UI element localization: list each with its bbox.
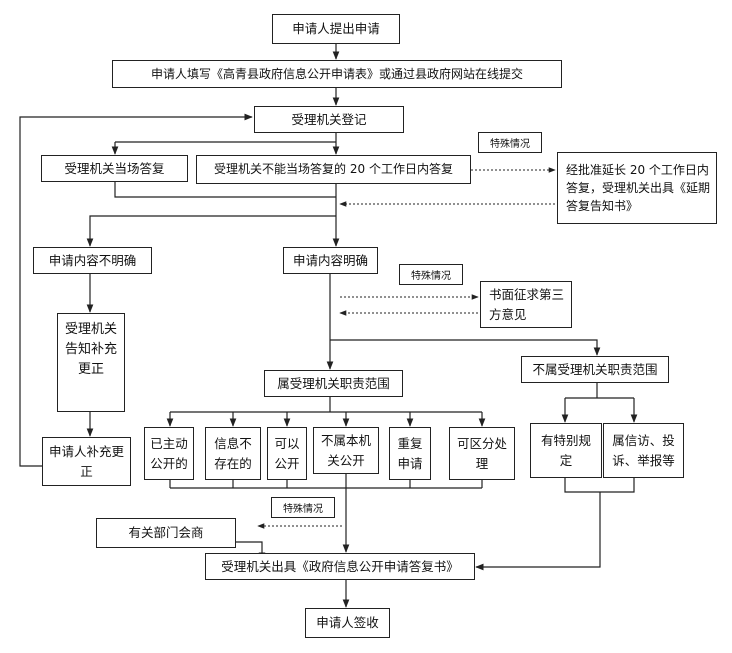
reply-now-box: 受理机关当场答复 <box>41 155 188 182</box>
out-scope-box: 不属受理机关职责范围 <box>521 356 669 383</box>
clear-box: 申请内容明确 <box>283 247 378 274</box>
arrow-to-unclear <box>86 215 336 247</box>
category-nonexist-box: 信息不存在的 <box>205 427 261 480</box>
category-splittable-box: 可区分处理 <box>449 427 515 480</box>
arrow-to-out-scope <box>330 339 601 356</box>
consult-box: 有关部门会商 <box>96 518 236 548</box>
applicant-supplement-box: 申请人补充更正 <box>42 437 131 486</box>
third-party-box: 书面征求第三方意见 <box>480 281 572 328</box>
arrow-out-scope-to-issue <box>475 492 601 571</box>
petition-box: 属信访、投诉、举报等 <box>603 423 684 478</box>
line-out-scope-merge <box>564 478 635 493</box>
category-can-disclose-box: 可以公开 <box>267 427 307 480</box>
notify-supplement-box: 受理机关告知补充更正 <box>57 313 125 412</box>
register-box: 受理机关登记 <box>254 106 404 133</box>
special-rule-box: 有特别规定 <box>530 423 602 478</box>
start-box: 申请人提出申请 <box>272 14 400 44</box>
special-case-tag-2: 特殊情况 <box>399 264 463 285</box>
issue-reply-box: 受理机关出具《政府信息公开申请答复书》 <box>205 553 475 580</box>
category-repeat-box: 重复申请 <box>389 427 431 480</box>
special-case-tag-1: 特殊情况 <box>478 132 542 153</box>
line-reply-now-merge <box>114 182 336 198</box>
category-public-box: 已主动公开的 <box>144 427 194 480</box>
extension-box: 经批准延长 20 个工作日内答复，受理机关出具《延期答复告知书》 <box>557 152 717 224</box>
in-scope-box: 属受理机关职责范围 <box>264 370 403 397</box>
unclear-box: 申请内容不明确 <box>33 247 152 274</box>
reply-20days-box: 受理机关不能当场答复的 20 个工作日内答复 <box>196 155 471 184</box>
fill-form-box: 申请人填写《高青县政府信息公开申请表》或通过县政府网站在线提交 <box>112 60 562 88</box>
special-case-tag-3: 特殊情况 <box>271 497 335 518</box>
sign-box: 申请人签收 <box>305 608 390 638</box>
arrow-feedback-to-register <box>19 113 253 467</box>
category-not-this-agency-box: 不属本机关公开 <box>313 427 379 474</box>
